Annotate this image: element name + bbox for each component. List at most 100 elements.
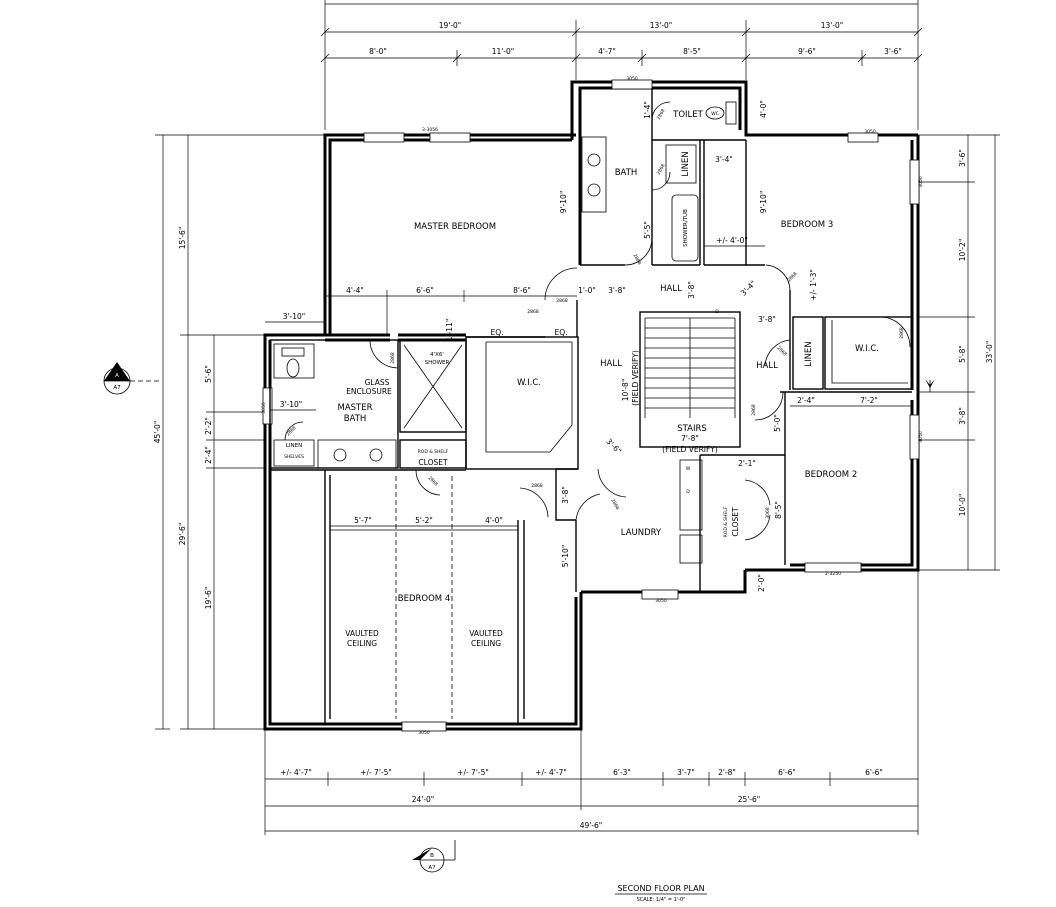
dim-left-15-6: 15'-6" — [178, 227, 187, 250]
label-d: D — [686, 489, 690, 495]
dim-int-8-6: 8'-6" — [513, 286, 531, 295]
title-block: SECOND FLOOR PLAN SCALE: 1/4" = 1'-0" — [615, 884, 707, 903]
dim-bot-h: 6'-6" — [778, 768, 796, 777]
label-wic-main: W.I.C. — [517, 378, 541, 388]
dim-int-4-4: 4'-4" — [346, 286, 364, 295]
label-wic-right: W.I.C. — [855, 344, 879, 354]
label-d-stairs: D — [715, 309, 719, 315]
dim-top-8-0: 8'-0" — [369, 47, 387, 56]
dim-int-3-4: 3'-4" — [715, 155, 733, 164]
label-w: W — [686, 466, 691, 472]
tag-3-3056: 3-3056 — [422, 127, 438, 133]
dim-int-2-4: 2'-4" — [797, 396, 815, 405]
label-shower-size: 4'X6' — [430, 352, 444, 358]
label-master-bath-2: BATH — [344, 414, 367, 424]
bottom-dimensions: +/- 4'-7" +/- 7'-5" +/- 7'-5" +/- 4'-7" … — [264, 570, 919, 835]
dim-int-9-10-b: 9'-10" — [759, 191, 768, 214]
right-dimensions: 3'-6" 10'-2" 33'-0" 5'-8" 3'-8" 10'-0" — [918, 134, 1000, 571]
dim-bot-f: 3'-7" — [677, 768, 695, 777]
dim-int-1-11: 1'-11" — [445, 319, 454, 342]
dim-top-13-0-b: 13'-0" — [821, 21, 844, 30]
dim-bot-c: +/- 7'-5" — [457, 768, 489, 777]
label-closet-1: CLOSET — [418, 458, 448, 467]
label-eq-2: EQ. — [554, 328, 567, 337]
interior-walls — [269, 88, 913, 724]
tag-2-3250: 2-3250 — [825, 571, 841, 577]
label-glass: GLASS — [365, 378, 390, 387]
dim-int-8-5: 8'-5" — [774, 501, 783, 519]
dim-left-5-6: 5'-6" — [204, 365, 213, 383]
dim-bot-a: +/- 4'-7" — [280, 768, 312, 777]
label-bath: BATH — [615, 168, 638, 178]
dim-right-3-6: 3'-6" — [958, 149, 967, 167]
tag-3050-left: 3050 — [261, 402, 267, 414]
dim-left-19-6: 19'-6" — [204, 587, 213, 610]
dim-top-9-6: 9'-6" — [798, 47, 816, 56]
dim-int-10-8: 10'-8" — [621, 379, 630, 402]
label-bedroom-3: BEDROOM 3 — [781, 220, 833, 230]
section-marker-b: B A7 — [412, 840, 456, 873]
dim-int-3-10-a: 3'-10" — [283, 312, 306, 321]
label-master-bedroom: MASTER BEDROOM — [414, 222, 496, 232]
dim-bot-g: 2'-8" — [718, 768, 736, 777]
section-marker-a: A A7 — [103, 362, 935, 395]
dim-left-45-0: 45'-0" — [153, 421, 162, 444]
tag-2868-c: 2868 — [656, 108, 667, 121]
dim-int-5-0: 5'-0" — [773, 414, 782, 432]
fixtures — [281, 101, 737, 462]
label-hall-right: HALL — [756, 361, 778, 371]
tag-3050-r2: 3050 — [918, 431, 924, 443]
dim-int-6-6: 6'-6" — [416, 286, 434, 295]
label-rod-shelf-1: ROD & SHELF — [418, 449, 449, 455]
dim-int-3-8-b: 3'-8" — [758, 315, 776, 324]
tag-2868-j: 2868 — [751, 404, 757, 416]
dim-left-29-6: 29'-6" — [178, 523, 187, 546]
dim-int-5-7: 5'-7" — [354, 516, 372, 525]
label-ceiling-1: CEILING — [347, 639, 377, 648]
label-linen-bath: LINEN — [681, 151, 691, 176]
tag-3050-b4: 3050 — [418, 730, 430, 736]
dim-int-4-0-pm: +/- 4'-0" — [716, 236, 748, 245]
label-closet-2: CLOSET — [731, 507, 740, 537]
dim-top-13-0-a: 13'-0" — [650, 21, 673, 30]
label-vaulted-2: VAULTED — [469, 629, 503, 638]
left-dimensions: 45'-0" 15'-6" 29'-6" 5'-6" 2'-2" 2'-4" 1… — [153, 134, 325, 730]
tag-2868-b: 2868 — [556, 298, 568, 304]
dim-bot-b: +/- 7'-5" — [360, 768, 392, 777]
tag-2868-f: 2868 — [786, 271, 798, 283]
drawing-title: SECOND FLOOR PLAN — [617, 884, 704, 893]
label-hall-top: HALL — [660, 284, 682, 294]
dim-bot-24-0: 24'-0" — [412, 795, 435, 804]
tag-2868-laundry: 2868 — [531, 483, 543, 489]
dim-bot-e: 6'-3" — [613, 768, 631, 777]
label-master-bath-1: MASTER — [337, 403, 372, 413]
label-wc: WC — [711, 111, 719, 117]
dim-int-4-0-b: 4'-0" — [485, 516, 503, 525]
label-bedroom-2: BEDROOM 2 — [805, 470, 857, 480]
label-ceiling-2: CEILING — [471, 639, 501, 648]
dim-int-3-10-b: 3'-10" — [280, 400, 303, 409]
dim-int-3-6: 3'-6" — [604, 437, 623, 456]
dim-int-7-2: 7'-2" — [860, 396, 878, 405]
label-stairs: STAIRS — [677, 424, 707, 434]
label-toilet: TOILET — [672, 110, 703, 120]
dim-right-5-8: 5'-8" — [958, 345, 967, 363]
dim-left-2-2: 2'-2" — [204, 417, 213, 435]
tag-3050-side: 3050 — [918, 176, 924, 188]
section-a-sheet: A7 — [113, 385, 121, 391]
section-b-letter: B — [430, 853, 434, 859]
windows — [262, 79, 920, 732]
label-enclosure: ENCLOSURE — [346, 387, 392, 396]
dim-int-1-4-a: 1'-4" — [643, 101, 652, 119]
dim-left-2-4: 2'-4" — [204, 446, 213, 464]
dim-bot-25-6: 25'-6" — [738, 795, 761, 804]
top-dimensions: 19'-0" 13'-0" 13'-0" 8'-0" 11'-0" 4'-7" … — [320, 0, 923, 130]
tag-3068: 3068 — [765, 507, 771, 519]
dim-int-1-0: 1'-0" — [578, 286, 596, 295]
dim-int-5-10: 5'-10" — [561, 545, 570, 568]
label-vaulted-1: VAULTED — [345, 629, 379, 638]
drawing-scale: SCALE: 1/4" = 1'-0" — [637, 897, 686, 903]
dim-top-19-0: 19'-0" — [439, 21, 462, 30]
door-swings — [284, 101, 911, 541]
